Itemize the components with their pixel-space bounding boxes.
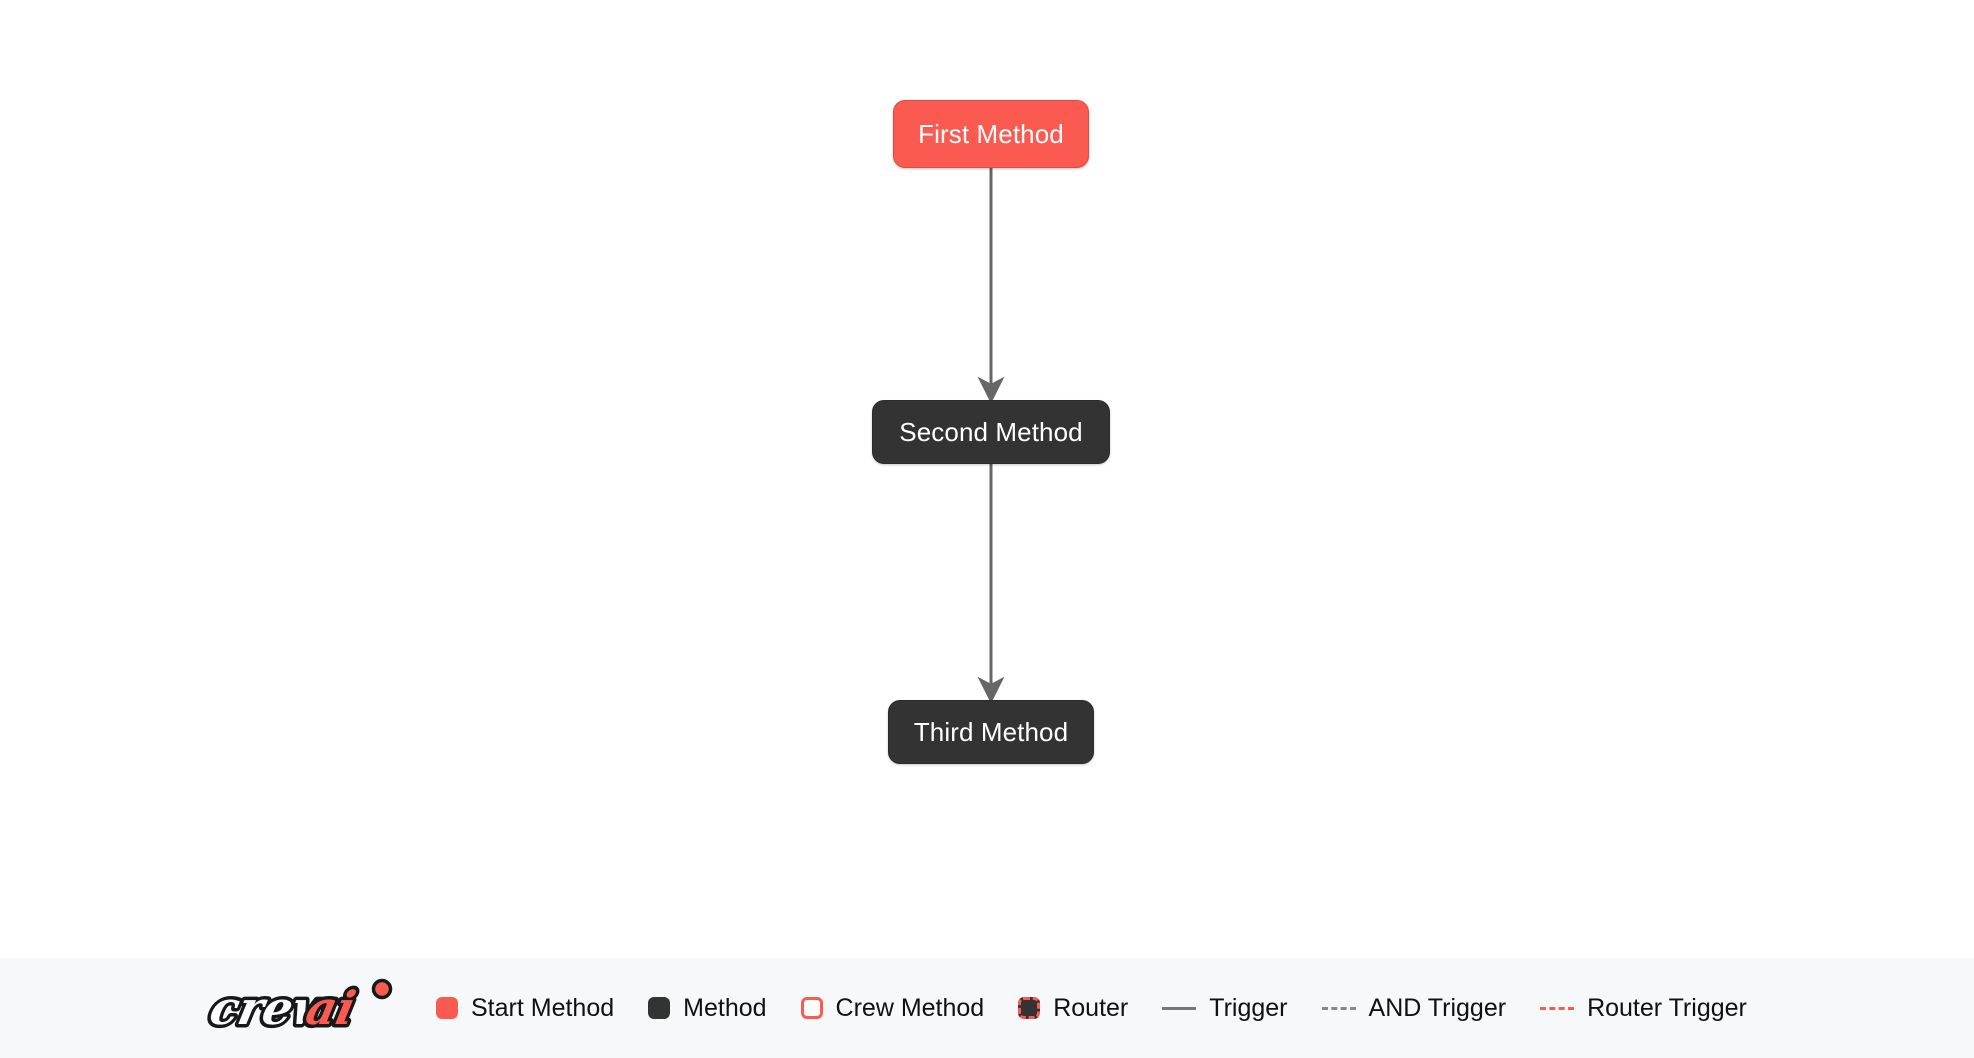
node-first-method[interactable]: First Method	[893, 100, 1089, 168]
and-trigger-line-icon	[1321, 1006, 1356, 1010]
legend-label: Crew Method	[835, 993, 985, 1022]
logo-text-crew: crew	[205, 980, 340, 1034]
legend-item-and-trigger[interactable]: AND Trigger	[1321, 993, 1507, 1022]
node-label: Second Method	[899, 417, 1083, 447]
legend-bar: crew ai Start Method Method Crew Method …	[0, 958, 1974, 1058]
legend-items: Start Method Method Crew Method Router T…	[436, 993, 1781, 1022]
legend-item-method[interactable]: Method	[648, 993, 767, 1022]
legend-label: Method	[683, 993, 767, 1022]
legend-label: Router	[1053, 993, 1129, 1022]
node-label: Third Method	[913, 717, 1069, 747]
legend-label: Trigger	[1209, 993, 1288, 1022]
diagram-canvas[interactable]: First Method Second Method Third Method	[0, 0, 1974, 958]
crew-method-swatch-icon	[800, 997, 823, 1019]
legend-label: AND Trigger	[1368, 993, 1507, 1022]
legend-item-trigger[interactable]: Trigger	[1162, 993, 1288, 1022]
router-swatch-icon	[1018, 997, 1041, 1019]
node-label: First Method	[918, 119, 1064, 149]
start-method-swatch-icon	[436, 997, 458, 1019]
logo-dot	[371, 978, 393, 1000]
legend-label: Router Trigger	[1587, 993, 1747, 1022]
legend-label: Start Method	[471, 993, 615, 1022]
node-third-method[interactable]: Third Method	[888, 700, 1094, 764]
legend-item-router-trigger[interactable]: Router Trigger	[1540, 993, 1747, 1022]
crewai-logo: crew ai	[202, 977, 393, 1038]
legend-item-start-method[interactable]: Start Method	[436, 993, 615, 1022]
trigger-line-icon	[1162, 1006, 1197, 1010]
method-swatch-icon	[648, 997, 671, 1019]
router-trigger-line-icon	[1540, 1006, 1575, 1010]
legend-item-crew-method[interactable]: Crew Method	[800, 993, 985, 1022]
node-second-method[interactable]: Second Method	[872, 400, 1110, 464]
legend-item-router[interactable]: Router	[1018, 993, 1129, 1022]
